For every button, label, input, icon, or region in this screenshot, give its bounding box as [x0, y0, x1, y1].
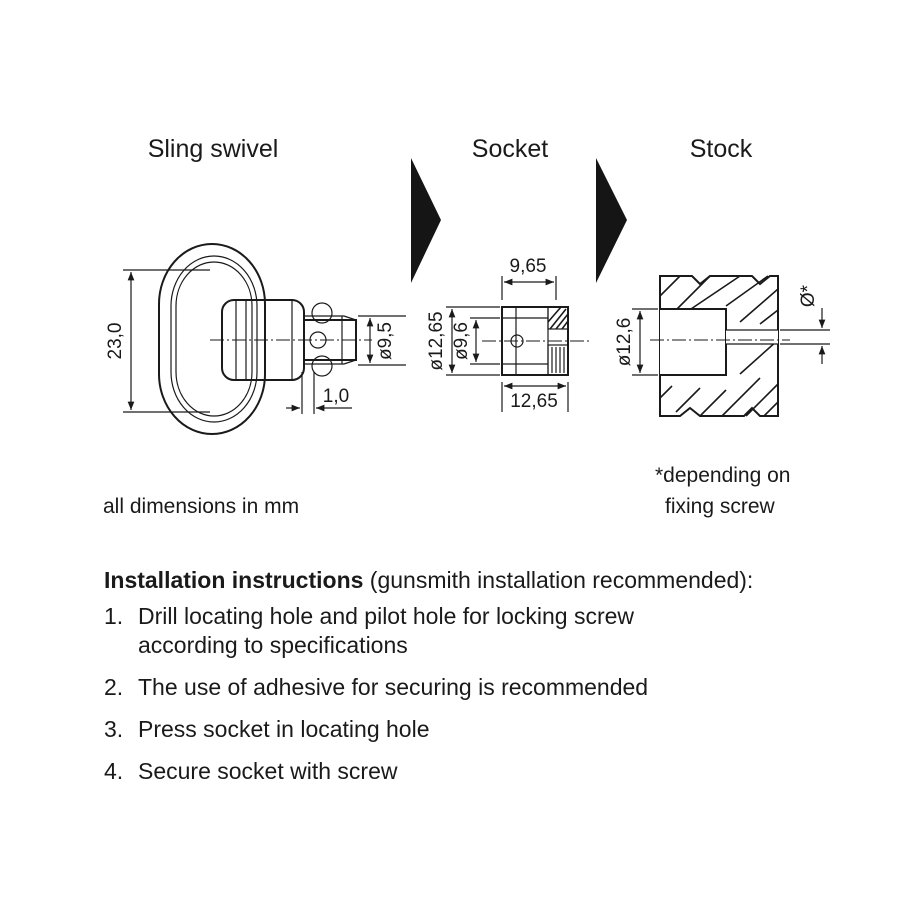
heading-stock: Stock — [690, 135, 753, 163]
instructions-steps: 1. Drill locating hole and pilot hole for… — [104, 602, 894, 786]
step-text: The use of adhesive for securing is reco… — [138, 674, 649, 700]
instructions-title-bold: Installation instructions — [104, 567, 364, 593]
dim-stock-screw-diameter: Ø* — [798, 284, 819, 307]
dim-socket-bottom-length: 12,65 — [510, 391, 558, 412]
step-number: 2. — [104, 674, 124, 700]
dim-swivel-offset: 1,0 — [323, 386, 349, 407]
step-text: Secure socket with screw — [138, 758, 398, 784]
step-text: Drill locating hole and pilot hole for l… — [138, 603, 635, 658]
dim-socket-inner-diameter: ø9,6 — [451, 322, 472, 360]
dim-swivel-height: 23,0 — [105, 323, 126, 360]
footnote-line-2: fixing screw — [665, 495, 776, 518]
step-number: 4. — [104, 758, 124, 784]
instruction-step: 1. Drill locating hole and pilot hole for… — [104, 602, 894, 660]
step-text: Press socket in locating hole — [138, 716, 430, 742]
socket-drawing — [446, 276, 590, 412]
dim-swivel-diameter: ø9,5 — [375, 322, 396, 360]
instruction-step: 3. Press socket in locating hole — [104, 715, 894, 744]
step-number: 3. — [104, 716, 124, 742]
heading-socket: Socket — [472, 135, 548, 163]
stock-drawing — [632, 275, 830, 417]
units-note: all dimensions in mm — [103, 495, 299, 518]
step-arrow-stock-icon — [596, 158, 627, 283]
footnote-line-1: *depending on — [655, 464, 790, 487]
instructions-title-rest: (gunsmith installation recommended): — [363, 567, 754, 593]
sling-swivel-drawing — [123, 243, 406, 435]
step-number: 1. — [104, 603, 124, 629]
heading-sling-swivel: Sling swivel — [148, 135, 279, 163]
instructions-title: Installation instructions (gunsmith inst… — [104, 566, 894, 595]
step-arrow-socket-icon — [411, 158, 441, 283]
dim-socket-outer-diameter: ø12,65 — [426, 311, 447, 370]
installation-instructions: Installation instructions (gunsmith inst… — [104, 566, 894, 799]
dim-stock-hole-diameter: ø12,6 — [614, 318, 635, 367]
dim-socket-top-length: 9,65 — [510, 256, 547, 277]
instruction-step: 2. The use of adhesive for securing is re… — [104, 673, 894, 702]
instruction-step: 4. Secure socket with screw — [104, 757, 894, 786]
